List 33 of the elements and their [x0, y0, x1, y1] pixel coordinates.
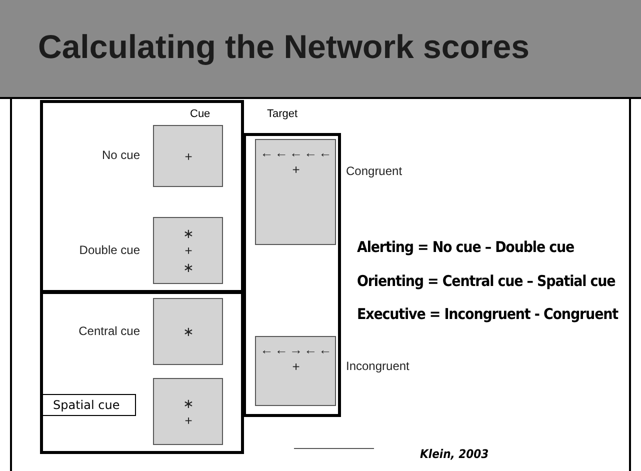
group-frame [40, 291, 244, 454]
stimulus-panel [255, 139, 336, 245]
stimulus-symbol: + [292, 161, 299, 178]
condition-label: Double cue [79, 242, 140, 256]
stimulus-symbol: ∗ [183, 323, 193, 340]
stimulus-symbol: + [184, 412, 192, 428]
stimulus-symbol: ∗ [183, 259, 193, 276]
group-frame [243, 133, 341, 417]
stimulus-symbol: + [184, 242, 192, 259]
label-tag: Spatial cue [42, 394, 136, 416]
stimulus-panel [153, 298, 223, 365]
formula-text: Executive = Incongruent - Congruent [357, 305, 618, 323]
stimulus-symbol: ∗ [183, 225, 193, 242]
condition-label: Congruent [346, 164, 402, 178]
slide-title: Calculating the Network scores [38, 28, 530, 66]
group-frame [40, 100, 244, 293]
stimulus-panel [255, 336, 336, 406]
formula-text: Alerting = No cue – Double cue [357, 238, 574, 256]
stimulus-symbol: + [292, 358, 299, 375]
formula-text: Orienting = Central cue – Spatial cue [357, 272, 616, 290]
column-heading: Target [267, 108, 298, 120]
stimulus-panel [153, 125, 223, 187]
stimulus-symbol: ← ← ← ← ← [260, 144, 331, 161]
condition-label: No cue [102, 148, 140, 162]
stimulus-symbol: + [184, 148, 192, 164]
stimulus-panel [153, 217, 223, 284]
condition-label: Central cue [78, 324, 140, 338]
condition-label: Incongruent [346, 359, 410, 373]
stimulus-symbol: ← ← → ← ← [260, 341, 331, 358]
stimulus-panel [153, 378, 223, 445]
stimulus-symbol: ∗ [183, 394, 193, 412]
column-heading: Cue [190, 108, 210, 120]
citation-text: Klein, 2003 [420, 447, 489, 461]
